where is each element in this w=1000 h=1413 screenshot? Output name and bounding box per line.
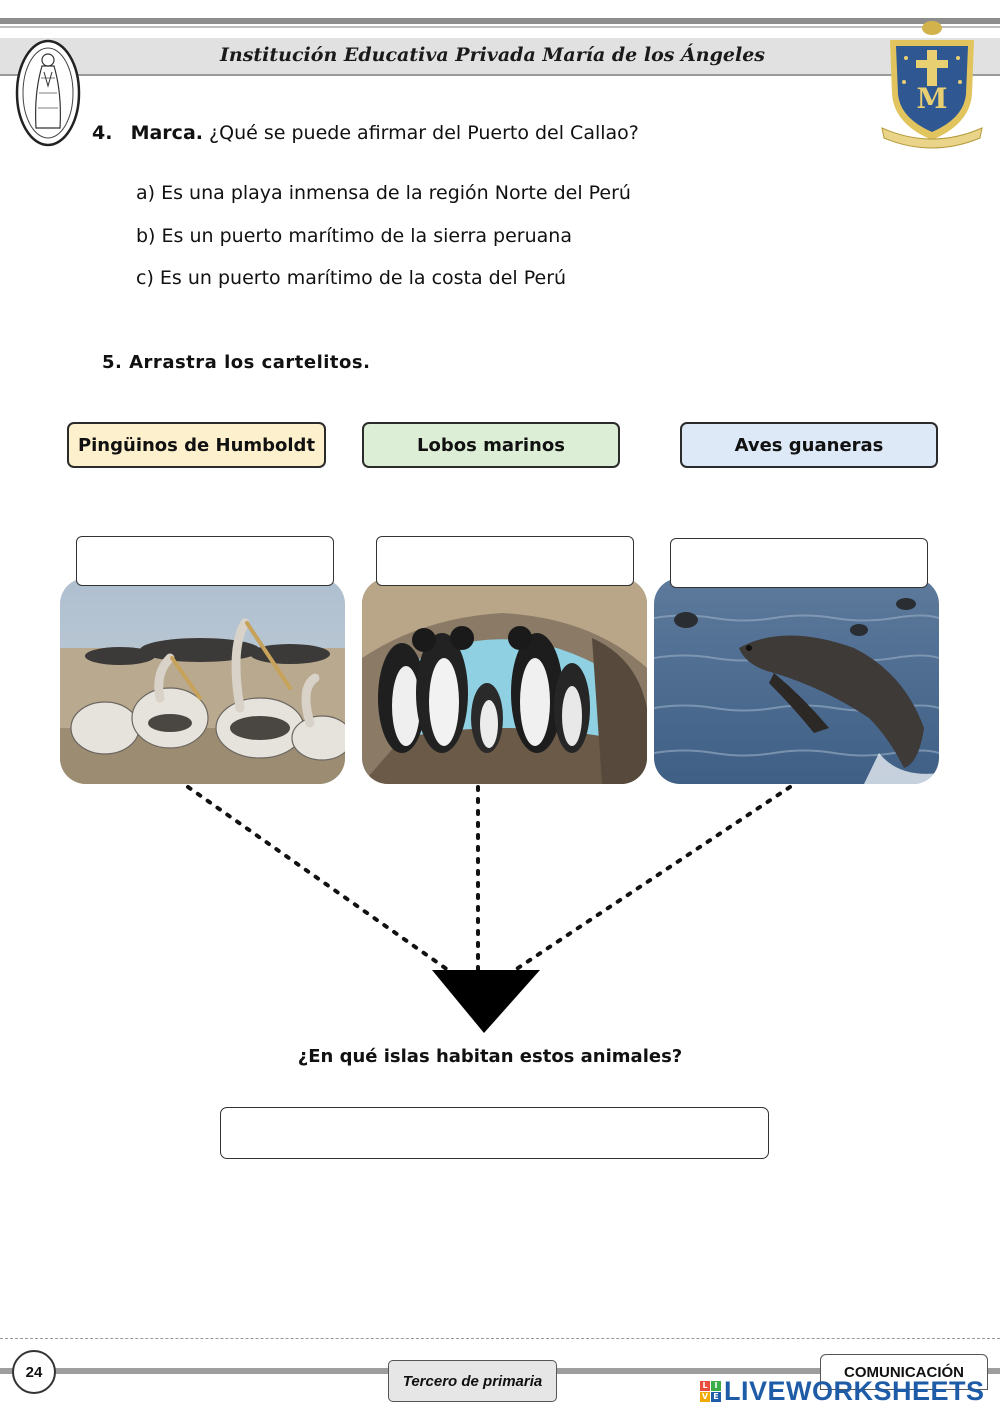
drag-label-pinguinos[interactable]: Pingüinos de Humboldt xyxy=(67,422,326,468)
penguins-photo-icon xyxy=(362,578,647,784)
school-name: Institución Educativa Privada María de l… xyxy=(220,44,765,66)
question-4-prompt: ¿Qué se puede afirmar del Puerto del Cal… xyxy=(209,122,639,144)
header-top-rule xyxy=(0,18,1000,24)
drop-box-3[interactable] xyxy=(670,538,928,588)
header-band xyxy=(0,38,1000,76)
page-number: 24 xyxy=(12,1350,56,1394)
question-4: 4. Marca. ¿Qué se puede afirmar del Puer… xyxy=(92,122,639,144)
down-arrow-icon xyxy=(432,970,540,1033)
option-a-letter: a) xyxy=(136,182,156,204)
header-top-rule-thin xyxy=(0,26,1000,28)
virgin-mary-medal-icon xyxy=(15,39,81,147)
option-b-text: Es un puerto marítimo de la sierra perua… xyxy=(161,225,572,247)
question-4-keyword: Marca. xyxy=(130,122,203,144)
question-4-number: 4. xyxy=(92,122,113,144)
sea-lion-photo-icon xyxy=(654,578,939,784)
drop-box-2[interactable] xyxy=(376,536,634,586)
drag-label-aves-guaneras[interactable]: Aves guaneras xyxy=(680,422,938,468)
question-5-title: 5. Arrastra los cartelitos. xyxy=(102,352,371,373)
school-crest-icon: M xyxy=(881,21,983,149)
option-c-letter: c) xyxy=(136,267,154,289)
pelicans-photo-icon xyxy=(60,578,345,784)
svg-text:M: M xyxy=(917,82,948,115)
drop-box-1[interactable] xyxy=(76,536,334,586)
grade-label: Tercero de primaria xyxy=(388,1360,557,1402)
option-b[interactable]: b) Es un puerto marítimo de la sierra pe… xyxy=(136,225,572,247)
answer-input-box[interactable] xyxy=(220,1107,769,1159)
subject-label: COMUNICACIÓN xyxy=(820,1354,988,1390)
drag-label-lobos-marinos[interactable]: Lobos marinos xyxy=(362,422,620,468)
option-b-letter: b) xyxy=(136,225,156,247)
option-a[interactable]: a) Es una playa inmensa de la región Nor… xyxy=(136,182,631,204)
footer-dashed-rule xyxy=(0,1338,1000,1339)
option-c[interactable]: c) Es un puerto marítimo de la costa del… xyxy=(136,267,566,289)
follow-up-question: ¿En qué islas habitan estos animales? xyxy=(297,1046,683,1067)
option-c-text: Es un puerto marítimo de la costa del Pe… xyxy=(159,267,567,289)
option-a-text: Es una playa inmensa de la región Norte … xyxy=(161,182,631,204)
brand-text: LIVEWORKSHEETS xyxy=(724,1376,985,1406)
